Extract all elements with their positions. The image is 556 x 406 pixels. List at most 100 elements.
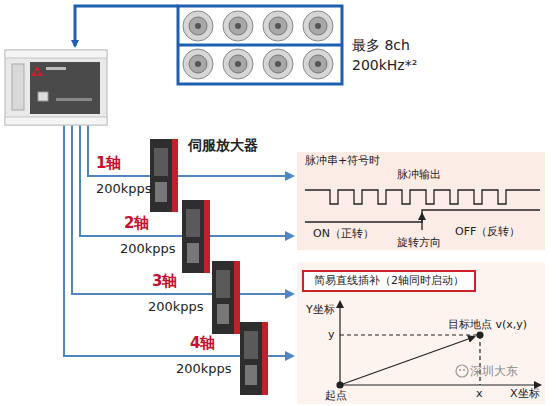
servo-amplifier [150,139,268,395]
plc-unit [5,117,107,125]
interpolation-graph [339,302,340,385]
node-text: 脉冲串+符号时 [305,154,380,168]
watermark-icon [456,365,468,377]
encoder-group [229,55,247,73]
encoder-group [263,11,293,41]
encoder-group [189,17,207,35]
encoder-group [235,61,241,67]
encoder-group [223,49,253,79]
watermark-icon [459,369,461,371]
pulse-rate: 200kpps [148,298,204,316]
node-text: ON（正转） [313,227,374,241]
axis-name: 2轴 [124,214,149,232]
pulse-waveform [305,210,540,222]
encoder-group [223,11,253,41]
axis-name: 3轴 [152,272,177,290]
encoder-group [275,23,281,29]
watermark: 深圳大东 [470,362,518,380]
encoder-group [235,23,241,29]
interpolation-graph [340,335,480,385]
node-text: 旋转方向 [397,236,441,250]
encoder-group [183,49,213,79]
plc-unit [31,66,43,76]
servo-amplifier [245,365,257,385]
servo-amplifier [234,261,240,334]
encoder-group [183,11,333,79]
encoder-group [303,11,333,41]
interpolation-panel: Y坐标y目标地点 v(x,y)起点xX坐标简易直线插补（2轴同时启动） [297,262,545,404]
encoder-group [269,17,287,35]
encoder-group [223,11,253,41]
node-text: 起点 [325,389,347,403]
encoder-group [223,49,253,79]
encoder-group [183,49,213,79]
plc-unit [38,92,48,101]
plc-unit [5,50,107,125]
pulse-rate: 200kpps [96,180,152,198]
node-text: X坐标 [510,387,540,401]
axis-wires [64,124,293,356]
encoder-group [195,23,201,29]
axis-wires [88,124,293,176]
encoder-group [263,11,293,41]
plc-unit [30,62,100,114]
node-text: Y坐标 [306,303,335,317]
plc-unit [5,50,107,58]
servo-amplifier [212,261,240,334]
encoder-group [315,61,321,67]
encoder-group [309,55,327,73]
interpolation-graph [340,337,474,385]
watermark-icon [456,365,468,377]
axis-name: 1轴 [96,154,121,172]
node-text: OFF（反转） [455,225,520,239]
encoder-bus [75,6,342,84]
encoder-group [303,11,333,41]
plc-unit [46,67,66,70]
axis-wires [80,124,293,236]
axis-wires [64,124,293,356]
node-text: 简易直线插补（2轴同时启动） [314,274,464,288]
pulse-waveform [305,190,540,204]
servo-caption: 伺服放大器 [188,136,258,154]
encoder-bus [178,6,342,84]
servo-amplifier [186,209,200,237]
pulse-rate: 200kpps [120,240,176,258]
encoder-group [189,55,207,73]
servo-amplifier [217,304,229,324]
axis-name: 4轴 [190,334,215,352]
encoder-group [183,11,213,41]
axis-wires [72,124,293,294]
signal-panel: 脉冲串+符号时脉冲输出ON（正转）旋转方向OFF（反转） [297,152,545,250]
encoder-group [269,55,287,73]
mode-box: 简易直线插补（2轴同时启动） [302,270,476,292]
servo-amplifier [244,331,258,359]
servo-amplifier [172,139,178,212]
servo-amplifier [155,182,167,202]
encoder-group [263,49,293,79]
encoder-group [303,49,333,79]
encoder-group [195,61,201,67]
node-text: x [476,387,483,401]
pulse-rate: 200kpps [176,360,232,378]
encoder-group [183,11,213,41]
servo-amplifier [204,200,210,273]
encoder-group [263,49,293,79]
pulse-waveform [305,190,540,230]
plc-unit [5,50,107,125]
pulse-waveform [421,214,422,230]
encoder-group [275,61,281,67]
servo-amplifier [150,139,178,212]
interpolation-graph [477,332,483,338]
servo-amplifier [182,200,210,273]
encoder-group [229,17,247,35]
interpolation-graph [337,382,343,388]
encoder-group [315,23,321,29]
servo-amplifier [240,322,268,395]
servo-amplifier [216,270,230,298]
node-text: y [328,328,335,342]
watermark-icon [463,369,465,371]
servo-amplifier [262,322,268,395]
encoder-group [309,17,327,35]
